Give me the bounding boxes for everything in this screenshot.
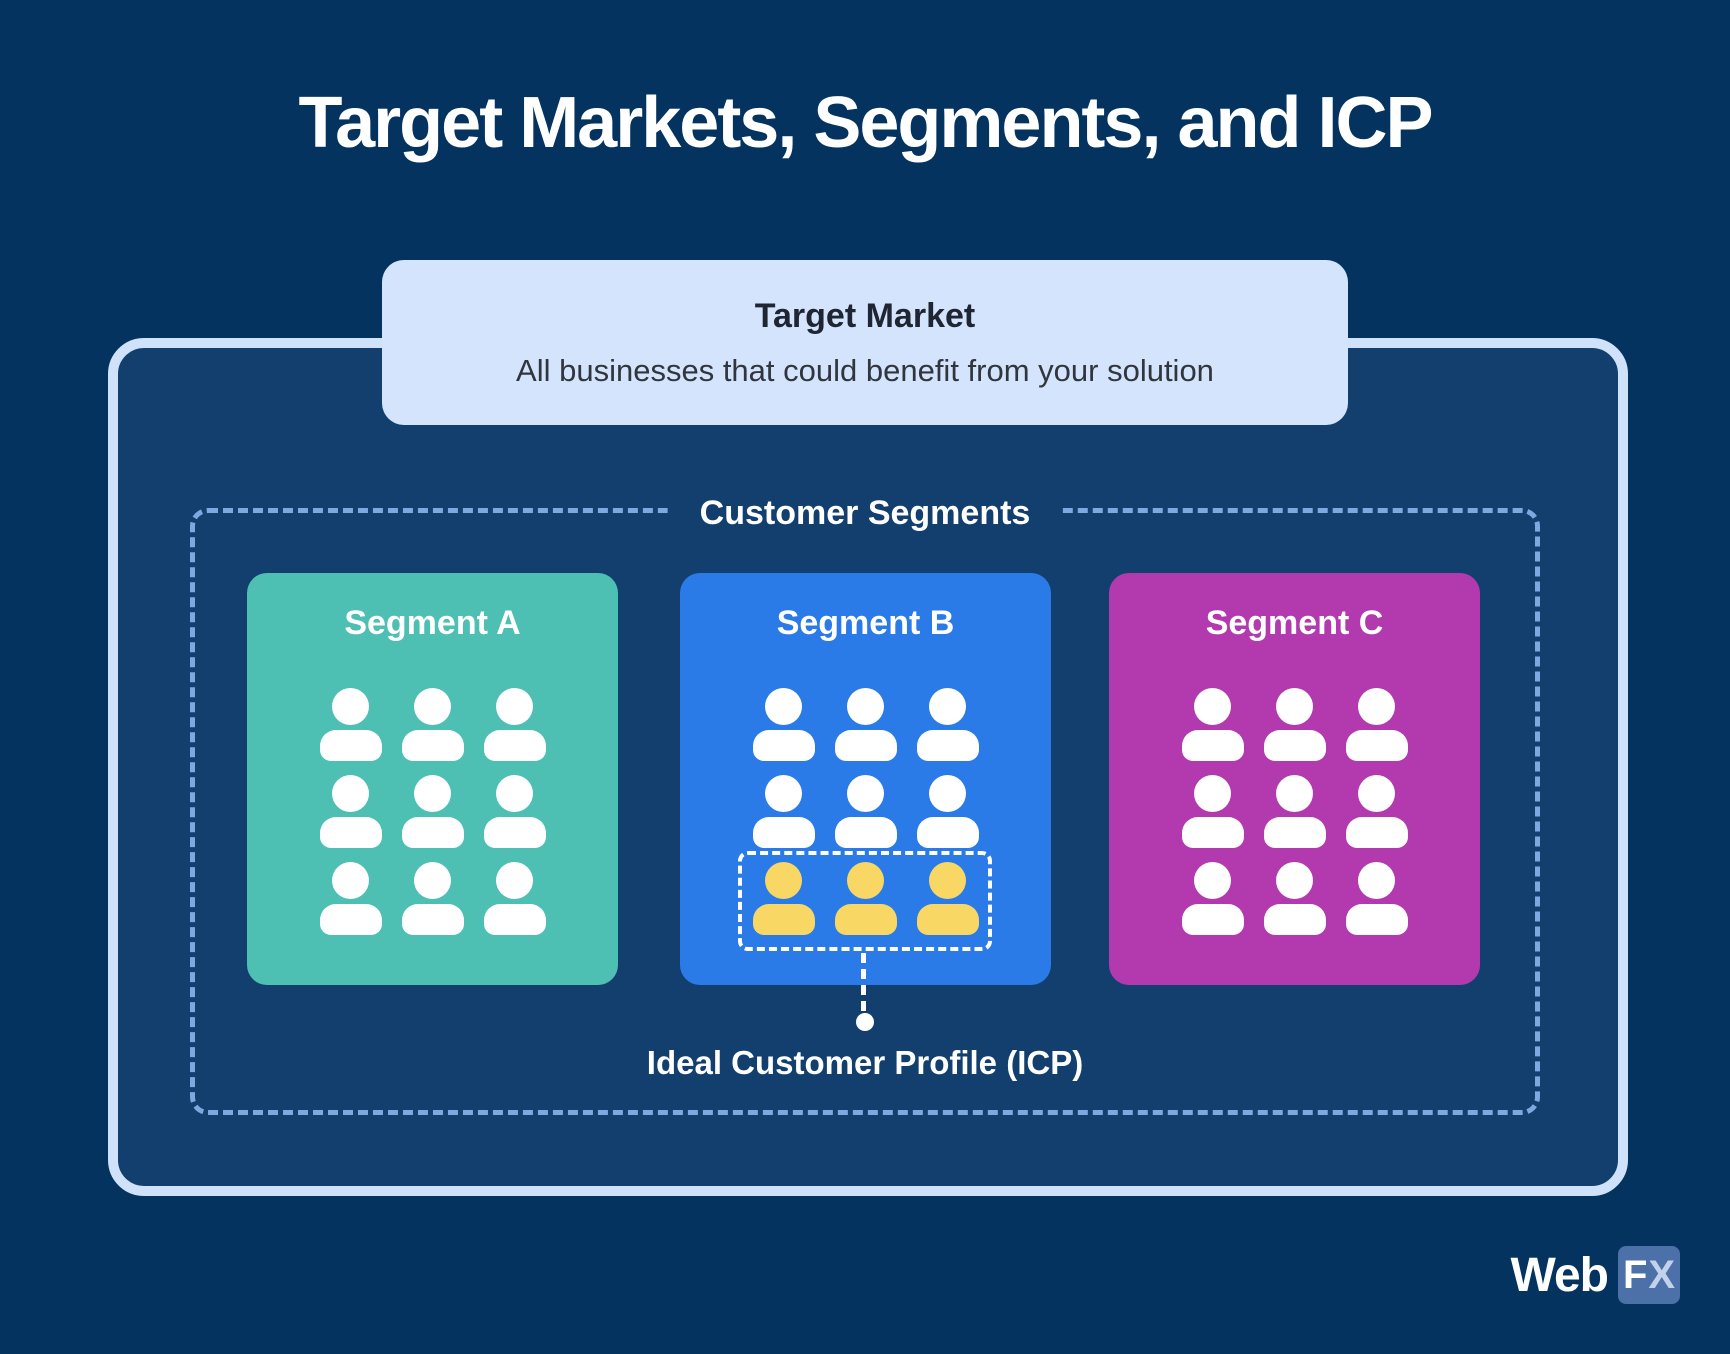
page-title: Target Markets, Segments, and ICP bbox=[298, 83, 1433, 163]
person-icon bbox=[916, 775, 979, 848]
segment-b-card: Segment B bbox=[680, 573, 1051, 985]
icp-connector-dot bbox=[856, 1013, 874, 1031]
segment-b-title: Segment B bbox=[776, 604, 955, 642]
person-icon bbox=[1181, 862, 1244, 935]
webfx-logo-fx-badge: F X bbox=[1618, 1246, 1680, 1304]
person-icon bbox=[1181, 775, 1244, 848]
person-icon bbox=[319, 862, 382, 935]
person-icon bbox=[752, 688, 815, 761]
person-icon bbox=[319, 775, 382, 848]
person-icon bbox=[1263, 688, 1326, 761]
person-icon bbox=[401, 688, 464, 761]
webfx-logo-web-text: Web bbox=[1510, 1248, 1609, 1302]
segment-c-card: Segment C bbox=[1109, 573, 1480, 985]
target-market-title: Target Market bbox=[754, 296, 976, 335]
icp-highlight-box bbox=[738, 851, 992, 951]
person-icon bbox=[401, 862, 464, 935]
person-icon bbox=[483, 775, 546, 848]
person-icon bbox=[752, 775, 815, 848]
person-icon bbox=[483, 688, 546, 761]
person-icon bbox=[916, 688, 979, 761]
person-icon bbox=[1263, 775, 1326, 848]
target-market-description: All businesses that could benefit from y… bbox=[516, 352, 1214, 388]
person-icon bbox=[401, 775, 464, 848]
person-icon bbox=[1345, 688, 1408, 761]
person-icon bbox=[916, 862, 979, 935]
segment-a-title: Segment A bbox=[344, 604, 521, 642]
segment-c-people-grid bbox=[1109, 688, 1480, 935]
segment-a-people-grid bbox=[247, 688, 618, 935]
person-icon bbox=[1263, 862, 1326, 935]
webfx-logo: Web F X bbox=[1511, 1246, 1680, 1304]
person-icon bbox=[834, 775, 897, 848]
customer-segments-label: Customer Segments bbox=[667, 489, 1063, 537]
person-icon bbox=[483, 862, 546, 935]
target-market-box: Target Market All businesses that could … bbox=[382, 260, 1348, 425]
person-icon bbox=[1345, 862, 1408, 935]
person-icon bbox=[1181, 688, 1244, 761]
webfx-logo-f: F bbox=[1622, 1252, 1648, 1297]
segment-c-title: Segment C bbox=[1205, 604, 1384, 642]
segment-a-card: Segment A bbox=[247, 573, 618, 985]
person-icon bbox=[834, 688, 897, 761]
segment-b-people-grid bbox=[680, 688, 1051, 935]
person-icon bbox=[1345, 775, 1408, 848]
customer-segments-outline: Customer Segments bbox=[190, 489, 1540, 1115]
webfx-logo-x: X bbox=[1648, 1252, 1676, 1297]
icp-label: Ideal Customer Profile (ICP) bbox=[646, 1044, 1084, 1081]
person-icon bbox=[319, 688, 382, 761]
person-icon bbox=[834, 862, 897, 935]
icp-connector-line bbox=[861, 953, 866, 1011]
person-icon bbox=[752, 862, 815, 935]
